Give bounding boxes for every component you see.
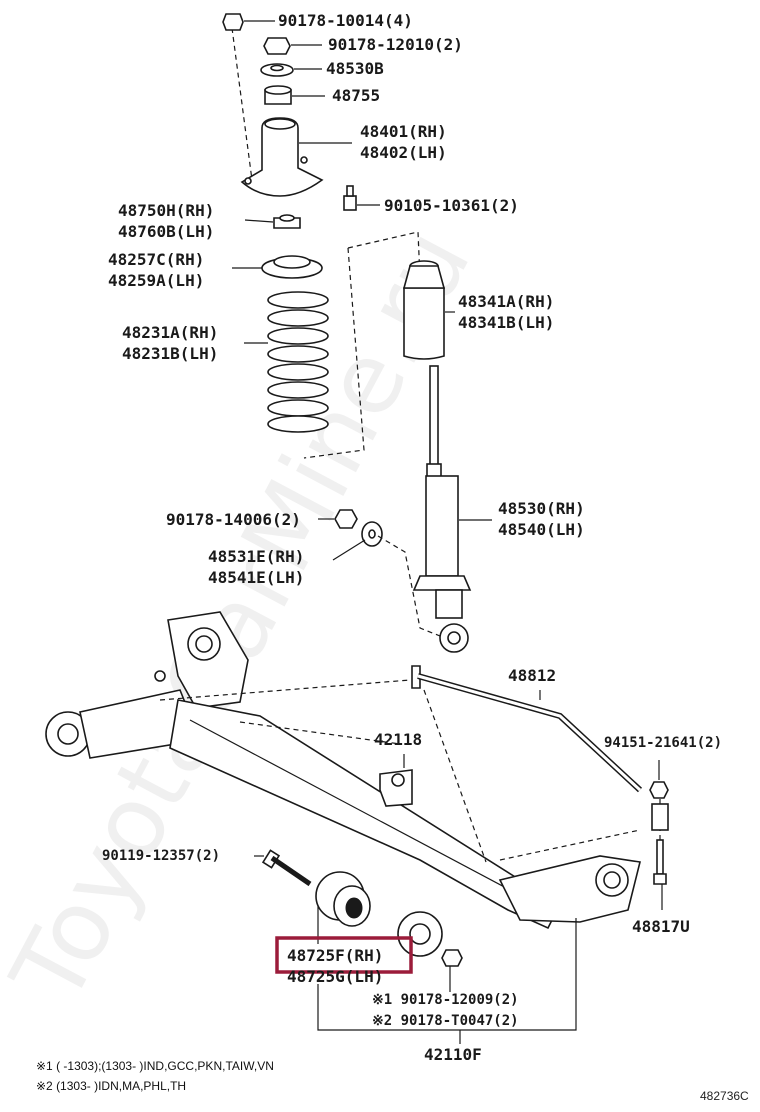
stabilizer-link-icon[interactable] <box>651 803 669 910</box>
label-insulator-lh: 48259A(LH) <box>108 271 204 290</box>
label-link-bolt: 48817U <box>632 917 690 936</box>
absorber-washer-icon[interactable] <box>332 521 383 561</box>
top-nut-icon[interactable] <box>222 13 275 31</box>
label-bracket: 42118 <box>374 730 422 749</box>
absorber-nut-icon[interactable] <box>318 509 358 529</box>
highlight-box <box>275 936 413 974</box>
spring-insulator-icon[interactable] <box>232 255 323 279</box>
label-absorber-nut: 90178-14006(2) <box>166 510 301 529</box>
label-nut-second: 90178-12010(2) <box>328 35 463 54</box>
footnote-2: ※2 (1303- )IDN,MA,PHL,TH <box>36 1079 186 1093</box>
shock-absorber-icon[interactable] <box>412 365 492 653</box>
label-beam-nut-2: ※2 90178-T0047(2) <box>372 1013 519 1029</box>
dust-boot-icon[interactable] <box>402 260 455 360</box>
label-bolt-support: 90105-10361(2) <box>384 196 519 215</box>
label-cushion: 48755 <box>332 86 380 105</box>
cushion-icon[interactable] <box>264 85 325 105</box>
label-boot-lh: 48341B(LH) <box>458 313 554 332</box>
upper-washer-icon[interactable] <box>260 63 322 77</box>
stabilizer-bar-icon[interactable] <box>411 665 643 793</box>
label-beam-bolt: 90119-12357(2) <box>102 848 220 864</box>
footnote-1: ※1 ( -1303);(1303- )IND,GCC,PKN,TAIW,VN <box>36 1059 274 1073</box>
axle-beam-icon[interactable] <box>45 611 641 957</box>
coil-spring-icon[interactable] <box>244 291 329 433</box>
label-washer2-rh: 48531E(RH) <box>208 547 304 566</box>
label-absorber-rh: 48530(RH) <box>498 499 585 518</box>
label-absorber-lh: 48540(LH) <box>498 520 585 539</box>
diagram-reference: 482736C <box>700 1089 749 1103</box>
label-support-rh: 48401(RH) <box>360 122 447 141</box>
label-bumper-rh: 48750H(RH) <box>118 201 214 220</box>
label-stabilizer-bar: 48812 <box>508 666 556 685</box>
support-bolt-icon[interactable] <box>343 185 380 211</box>
second-nut-icon[interactable] <box>263 37 322 55</box>
stabilizer-bracket-icon[interactable] <box>379 754 413 807</box>
label-insulator-rh: 48257C(RH) <box>108 250 204 269</box>
label-boot-rh: 48341A(RH) <box>458 292 554 311</box>
label-bushing-lh: 48725G(LH) <box>287 967 383 986</box>
label-spring-lh: 48231B(LH) <box>122 344 218 363</box>
beam-nut-icon[interactable] <box>441 949 463 992</box>
label-bushing-rh: 48725F(RH) <box>287 946 383 965</box>
label-washer2-lh: 48541E(LH) <box>208 568 304 587</box>
beam-bolt-icon[interactable] <box>254 849 312 887</box>
label-stab-nut: 94151-21641(2) <box>604 735 722 751</box>
label-nut-top: 90178-10014(4) <box>278 11 413 30</box>
bump-stopper-icon[interactable] <box>244 214 301 229</box>
label-washer: 48530B <box>326 59 384 78</box>
label-support-lh: 48402(LH) <box>360 143 447 162</box>
label-axle-beam: 42110F <box>424 1045 482 1064</box>
label-beam-nut-1: ※1 90178-12009(2) <box>372 992 519 1008</box>
strut-support-icon[interactable] <box>240 117 352 197</box>
label-spring-rh: 48231A(RH) <box>122 323 218 342</box>
stabilizer-nut-icon[interactable] <box>649 760 669 799</box>
axle-bushing-icon[interactable] <box>315 871 371 944</box>
label-bumper-lh: 48760B(LH) <box>118 222 214 241</box>
